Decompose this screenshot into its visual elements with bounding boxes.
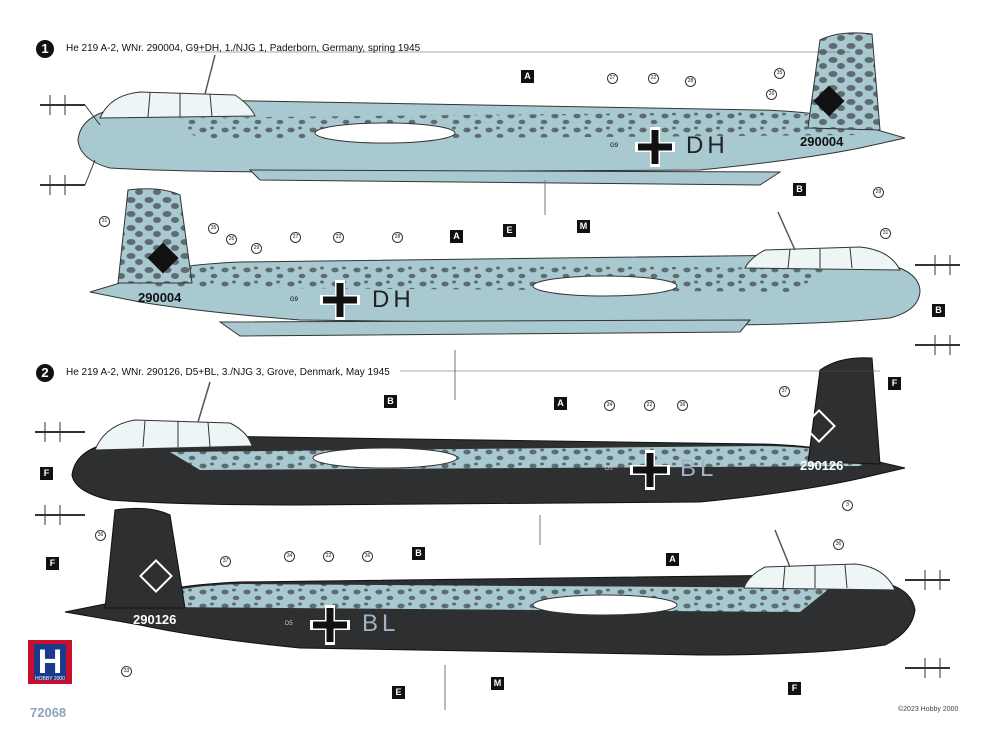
stencil-36: 36: [362, 551, 373, 562]
aircraft-1-profile: [40, 32, 906, 215]
profile-1-number: 1: [36, 40, 54, 58]
stencil-29: 29: [873, 187, 884, 198]
profile-2-caption: He 219 A-2, WNr. 290126, D5+BL, 3./NJG 3…: [66, 367, 390, 378]
callout-b: B: [384, 395, 397, 408]
stencil-22: 22: [323, 551, 334, 562]
callout-e: E: [392, 686, 405, 699]
callout-f: F: [40, 467, 53, 480]
a2-wnr: 290004: [138, 290, 182, 305]
a1-code: DH: [686, 132, 729, 159]
stencil-22: 22: [333, 232, 344, 243]
a3-wnr: 290126: [800, 458, 844, 473]
stencil-36: 36: [677, 400, 688, 411]
stencil-37: 37: [779, 386, 790, 397]
callout-m: M: [491, 677, 504, 690]
callout-e: E: [503, 224, 516, 237]
profile-1-caption: He 219 A-2, WNr. 290004, G9+DH, 1./NJG 1…: [66, 43, 421, 54]
callout-m: M: [577, 220, 590, 233]
stencil-36: 36: [95, 530, 106, 541]
a4-wnr: 290126: [133, 612, 177, 627]
aircraft-4-profile: [64, 507, 950, 710]
callout-b: B: [932, 304, 945, 317]
stencil-31: 31: [99, 216, 110, 227]
a4-code: BL: [362, 610, 400, 637]
aircraft-3-profile: [35, 357, 906, 545]
stencil-27: 27: [290, 232, 301, 243]
callout-b: B: [412, 547, 425, 560]
callout-f: F: [46, 557, 59, 570]
kit-number: 72068: [30, 705, 67, 720]
a2-unit: G9: [290, 297, 299, 303]
callout-f: F: [788, 682, 801, 695]
stencil-26: 26: [766, 89, 777, 100]
stencil-22: 22: [648, 73, 659, 84]
a2-code: DH: [372, 286, 415, 313]
stencil-28: 28: [685, 76, 696, 87]
stencil-26: 26: [226, 234, 237, 245]
stencil-34: 34: [284, 551, 295, 562]
hobby-2000-logo: H HOBBY 2000: [28, 640, 72, 684]
stencil-28: 28: [392, 232, 403, 243]
stencil-31: 31: [880, 228, 891, 239]
stencil-27: 27: [607, 73, 618, 84]
a3-code: BL: [680, 455, 718, 482]
aircraft-2-profile: [89, 188, 960, 400]
callout-a: A: [666, 553, 679, 566]
callout-a: A: [450, 230, 463, 243]
stencil-37: 37: [220, 556, 231, 567]
stencil-35: 35: [774, 68, 785, 79]
stencil-29: 29: [251, 243, 262, 254]
copyright-text: ©2023 Hobby 2000: [898, 706, 959, 713]
stencil-35: 35: [208, 223, 219, 234]
callout-f: F: [888, 377, 901, 390]
callout-a: A: [554, 397, 567, 410]
a4-unit: D5: [285, 621, 293, 627]
stencil-36: 36: [833, 539, 844, 550]
a3-unit: D5: [605, 466, 613, 472]
logo-letter: H: [34, 644, 66, 680]
stencil-3: 3: [842, 500, 853, 511]
a1-wnr: 290004: [800, 134, 844, 149]
logo-text: HOBBY 2000: [35, 676, 65, 682]
stencil-22: 22: [644, 400, 655, 411]
callout-a: A: [521, 70, 534, 83]
profile-2-number: 2: [36, 364, 54, 382]
a1-unit: G9: [610, 143, 619, 149]
stencil-34: 34: [604, 400, 615, 411]
stencil-33: 33: [121, 666, 132, 677]
callout-b: B: [793, 183, 806, 196]
